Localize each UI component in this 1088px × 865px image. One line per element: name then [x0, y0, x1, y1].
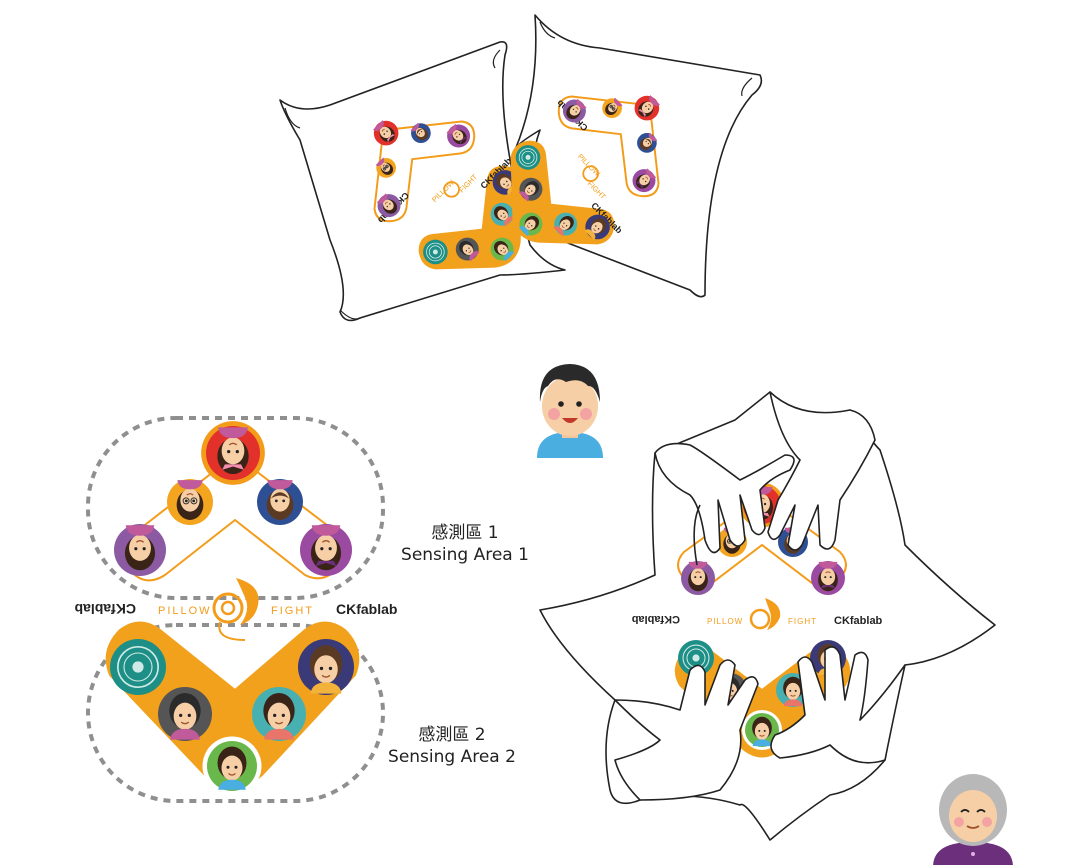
woman-purple-avatar [681, 561, 715, 595]
boy-green-avatar [490, 237, 515, 262]
sensing-area-1-zh: 感測區 1 [431, 523, 499, 543]
woman-teal-avatar [490, 202, 515, 227]
sensing-area-2-label: 感測區 2 Sensing Area 2 [372, 724, 532, 768]
pillow-right-fight-word: FIGHT [788, 617, 817, 626]
boy-green-avatar [741, 709, 783, 751]
woman-glasses-avatar [375, 157, 396, 178]
pillow-right-pillow-word: PILLOW [707, 617, 743, 626]
sensing-area-2-border [86, 623, 385, 803]
woman-grey-avatar [518, 177, 543, 202]
university-seal-icon [110, 639, 166, 695]
sensing-area-2-zh: 感測區 2 [418, 725, 486, 745]
woman-teal-avatar [553, 212, 578, 237]
woman-grey-avatar [158, 687, 212, 741]
bearded-man-avatar [410, 122, 431, 143]
hand-top-right [767, 391, 876, 551]
boy-character-icon [537, 364, 603, 458]
girl-purple-hat-avatar [446, 123, 471, 148]
hand-bottom-left [614, 659, 759, 801]
woman-teal-avatar [252, 687, 306, 741]
sensing-area-2-en: Sensing Area 2 [388, 747, 516, 767]
pillow-with-hands: CKfablab PILLOW FIGHT CKfablab [539, 391, 996, 841]
woman-pink-bow-avatar [201, 421, 265, 485]
girl-purple-hat-avatar [632, 168, 657, 193]
woman-purple-avatar [114, 524, 166, 576]
grandmother-character-icon [933, 774, 1013, 865]
man-navy-avatar [492, 170, 519, 196]
hand-top-left [654, 442, 795, 566]
boy-green-avatar [202, 736, 262, 796]
university-seal-icon [678, 640, 714, 676]
woman-glasses-avatar [167, 479, 213, 525]
pillow-right-logo: CKfablab [834, 615, 883, 627]
man-navy-avatar [584, 214, 610, 241]
girl-purple-hat-avatar [811, 561, 845, 595]
logo-text: CKfablab [336, 601, 397, 617]
university-seal-icon [423, 239, 448, 265]
man-navy-avatar [298, 639, 354, 695]
woman-pink-bow-avatar [373, 120, 399, 146]
pillow-right-logo-mirrored: CKfablab [631, 613, 680, 625]
bearded-man-avatar [257, 479, 303, 525]
woman-glasses-avatar [602, 97, 623, 118]
fight-word: FIGHT [271, 605, 314, 617]
sensing-area-1-en: Sensing Area 1 [401, 545, 529, 565]
boy-green-avatar [518, 212, 543, 237]
university-seal-icon [515, 145, 541, 170]
girl-purple-hat-avatar [300, 524, 352, 576]
pillow-word: PILLOW [158, 605, 212, 617]
woman-teal-avatar [776, 673, 810, 707]
sensing-area-1-label: 感測區 1 Sensing Area 1 [385, 522, 545, 566]
logo-mirrored: CKfablab [75, 601, 136, 617]
woman-pink-bow-avatar [634, 95, 660, 121]
main-avatar-group [110, 421, 354, 796]
woman-purple-avatar [376, 193, 401, 218]
woman-purple-avatar [562, 98, 587, 123]
bearded-man-avatar [637, 132, 658, 153]
pillow-fight-logo-icon [212, 578, 259, 641]
sensing-area-1-border [86, 416, 385, 600]
hand-bottom-right [770, 646, 906, 764]
woman-grey-avatar [455, 237, 480, 262]
